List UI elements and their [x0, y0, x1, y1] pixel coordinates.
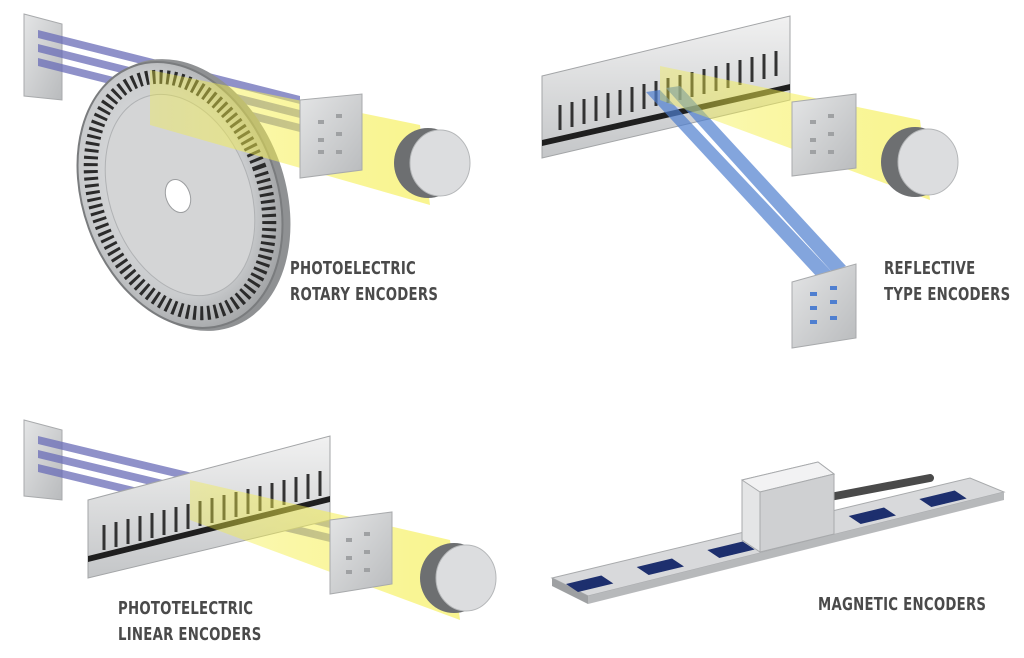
magnetic-encoder-illustration: NNNNNN — [550, 461, 1006, 604]
magnet-segment — [566, 575, 614, 592]
light-source — [420, 543, 497, 613]
reflected-beams — [646, 86, 846, 278]
rotary-label-line1: PHOTOELECTRIC — [290, 258, 416, 279]
light-beam — [190, 480, 460, 620]
read-head — [740, 461, 836, 553]
light-source — [881, 127, 959, 197]
rotary-label-line2: ROTARY ENCODERS — [290, 284, 439, 305]
magnetic-label-line1: MAGNETIC ENCODERS — [818, 594, 987, 615]
sender-plate — [791, 93, 857, 177]
guide-rod — [826, 474, 934, 501]
pole-label: N — [868, 515, 874, 523]
sender-plate — [329, 511, 393, 595]
pole-label: N — [586, 583, 592, 591]
magnet-segment — [848, 507, 896, 524]
light-beam — [150, 70, 430, 205]
linear-label-line1: PHOTOTELECTRIC — [118, 598, 254, 619]
reflective-encoder-illustration — [541, 15, 959, 349]
reflective-label-line2: TYPE ENCODERS — [884, 284, 1011, 305]
magnet-segment — [636, 558, 684, 575]
receiver-diodes — [810, 286, 837, 324]
sender-plate — [299, 93, 363, 179]
pole-label: N — [656, 566, 662, 574]
receiver-plate — [791, 263, 857, 349]
receiver-plate — [23, 13, 63, 101]
linear-encoder-label: PHOTOTELECTRIC LINEAR ENCODERS — [118, 596, 262, 648]
magnet-segment — [707, 541, 755, 558]
sender-diodes — [810, 114, 834, 154]
pole-label: N — [939, 498, 945, 506]
reflective-label-line1: REFLECTIVE — [884, 258, 976, 279]
magnet-segment — [919, 490, 967, 507]
sender-diodes — [346, 532, 370, 574]
rotary-encoder-illustration — [23, 13, 471, 331]
linear-encoder-illustration — [23, 419, 497, 620]
reflective-encoder-label: REFLECTIVE TYPE ENCODERS — [884, 256, 1010, 308]
pole-label: N — [727, 549, 733, 557]
rotary-encoder-label: PHOTOELECTRIC ROTARY ENCODERS — [290, 256, 438, 308]
sender-diodes — [318, 114, 342, 154]
light-source — [394, 128, 471, 198]
linear-label-line2: LINEAR ENCODERS — [118, 624, 262, 645]
magnetic-encoder-label: MAGNETIC ENCODERS — [818, 592, 986, 618]
